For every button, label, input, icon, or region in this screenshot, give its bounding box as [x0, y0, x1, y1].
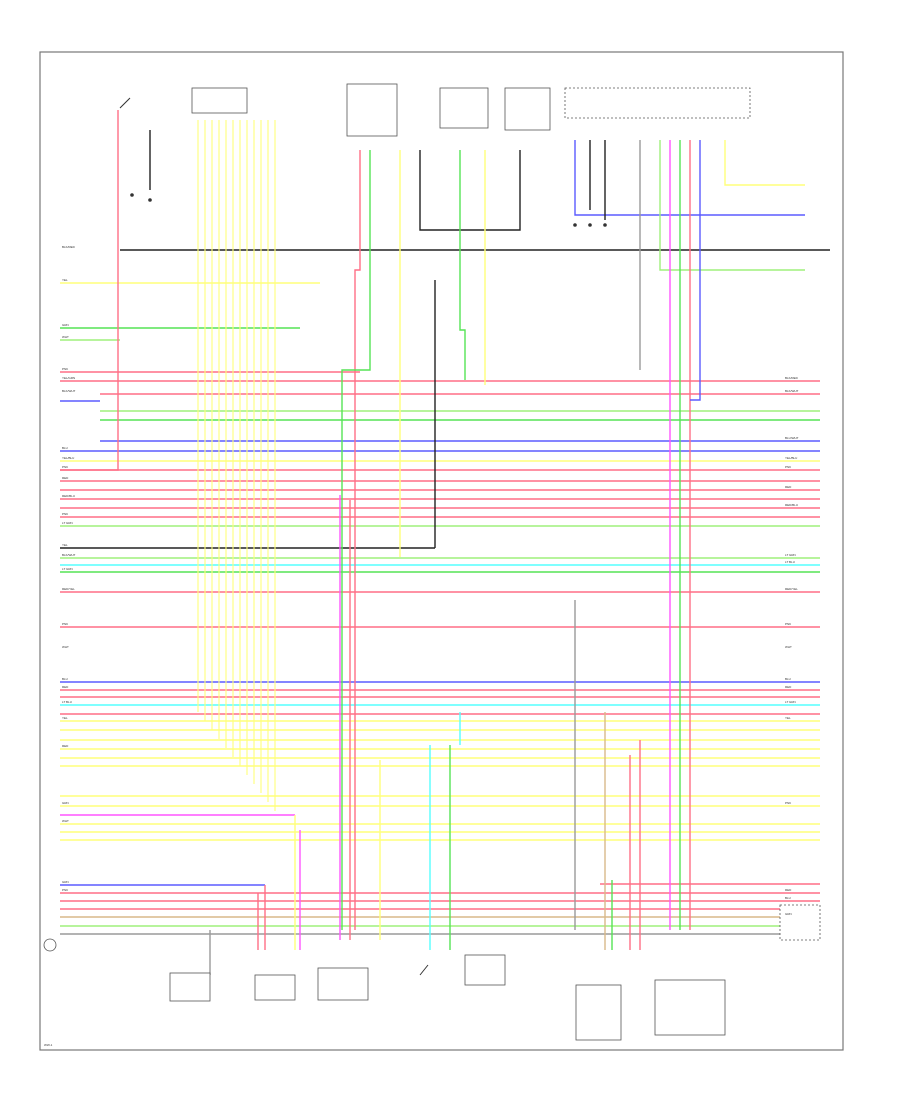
left-wire-label: RED — [62, 744, 69, 748]
right-wire-label: BLU/WHT — [785, 436, 799, 440]
left-wire-label: BLK/RED — [62, 245, 76, 249]
right-wire-label: LT GRN — [785, 700, 796, 704]
left-wire-label: BLU — [62, 446, 68, 450]
vertical-wire — [659, 140, 805, 271]
left-wire-label: LT BLU — [62, 700, 72, 704]
oxygen-sensor-connector — [779, 904, 821, 941]
ground-point — [603, 223, 607, 227]
left-wire-label: YEL/GRN — [62, 376, 75, 380]
ground-point — [573, 223, 577, 227]
right-wire-label: LT GRN — [785, 553, 796, 557]
diagram-frame — [39, 51, 844, 1051]
clock-spring-module — [346, 83, 398, 137]
left-wire-label: PNK — [62, 465, 68, 469]
right-wire-label: GRN — [785, 912, 792, 916]
vertical-wire — [574, 140, 805, 216]
right-wire-label: YEL — [785, 716, 791, 720]
component-layer — [43, 83, 821, 1041]
right-wire-label: RED/BLU — [785, 503, 798, 507]
vertical-wire — [459, 150, 466, 380]
accelerator-pedal-position-sensor — [575, 984, 622, 1041]
right-wire-label: LT BLU — [785, 560, 795, 564]
right-wire-label: PNK — [785, 465, 791, 469]
left-wire-label: LT GRN — [62, 567, 73, 571]
brake-pedal-switch — [464, 954, 506, 986]
right-wire-label: BLU — [785, 677, 791, 681]
right-wire-label: RED/YEL — [785, 587, 798, 591]
vertical-wire — [341, 150, 371, 930]
throttle-actuator — [654, 979, 726, 1036]
right-wire-label: PNK — [785, 801, 791, 805]
shift-indicator-panel — [191, 87, 248, 114]
wire-layer — [60, 110, 830, 975]
left-wire-label: RED/BLU — [62, 494, 75, 498]
vertical-wire — [690, 140, 701, 401]
left-wire-label: WHT — [62, 819, 69, 823]
right-wire-label: BLK/WHT — [785, 389, 799, 393]
fuel-pump-module — [169, 972, 211, 1002]
left-wire-label: WHT — [62, 645, 69, 649]
left-wire-label: RED — [62, 685, 69, 689]
left-wire-label: YEL — [62, 716, 68, 720]
vertical-wire — [354, 150, 361, 930]
left-wire-label: BLU — [62, 677, 68, 681]
steering-angle-sensor — [504, 87, 551, 131]
left-wire-label: BLK/WHT — [62, 389, 76, 393]
combination-meter — [564, 87, 751, 119]
left-wire-label: GRN — [62, 323, 69, 327]
left-wire-label: YEL — [62, 278, 68, 282]
footer-code: WW-1 — [44, 1043, 53, 1047]
left-wire-label: GRN — [62, 801, 69, 805]
right-wire-label: RED — [785, 685, 792, 689]
left-wire-label: PNK — [62, 367, 68, 371]
switch-contact — [419, 964, 429, 976]
left-wire-label: YEL — [62, 543, 68, 547]
left-wire-label: PNK — [62, 622, 68, 626]
left-wire-label: BLK/WHT — [62, 553, 76, 557]
switch-contact — [119, 97, 131, 109]
right-wire-label: BLK/RED — [785, 376, 799, 380]
right-wire-label: YEL/BLU — [785, 456, 797, 460]
transmission-range-switch — [254, 974, 296, 1001]
ground-connector-symbol — [43, 938, 57, 952]
right-wire-label: WHT — [785, 645, 792, 649]
vehicle-speed-sensor — [317, 967, 369, 1001]
left-wire-label: RED — [62, 476, 69, 480]
ground-point — [130, 193, 134, 197]
vertical-wire — [60, 110, 119, 471]
right-wire-label: PNK — [785, 622, 791, 626]
cruise-control-switch — [439, 87, 489, 129]
left-wire-label: WHT — [62, 335, 69, 339]
left-wire-label: RED/YEL — [62, 587, 75, 591]
left-wire-label: LT GRN — [62, 521, 73, 525]
right-wire-label: RED — [785, 888, 792, 892]
vertical-wire — [724, 140, 805, 186]
ground-point — [148, 198, 152, 202]
left-wire-label: YEL/BLU — [62, 456, 74, 460]
left-wire-label: GRN — [62, 880, 69, 884]
right-wire-label: RED — [785, 485, 792, 489]
ground-point — [588, 223, 592, 227]
left-wire-label: PNK — [62, 512, 68, 516]
label-layer: BLK/RED YEL GRN WHT PNK YEL/GRN BLK/WHT BLU YEL/… — [62, 245, 799, 916]
vertical-wire — [419, 150, 521, 231]
left-wire-label: PNK — [62, 888, 68, 892]
right-wire-label: BLU — [785, 896, 791, 900]
